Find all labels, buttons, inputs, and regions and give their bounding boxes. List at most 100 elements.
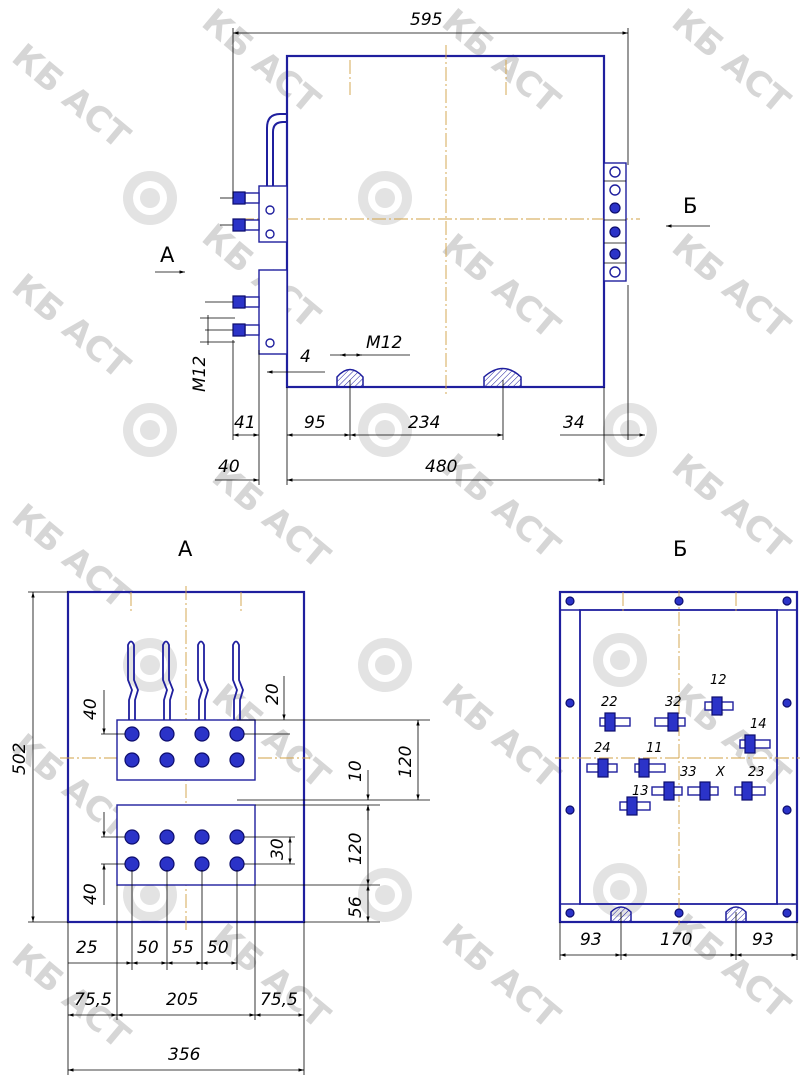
dim-height-base: 480 xyxy=(425,457,457,477)
dim-a-20: 20 xyxy=(263,683,283,705)
bolt-icon xyxy=(159,829,175,845)
watermark-logo-icon xyxy=(593,633,647,687)
watermark-logo-icon xyxy=(123,171,177,225)
terminal-label: 14 xyxy=(750,717,767,732)
thread-m12-side: М12 xyxy=(190,356,210,392)
front-housing-outline xyxy=(285,54,606,389)
view-a: А xyxy=(10,537,430,1075)
mount-hole-icon xyxy=(674,596,684,606)
lower-nozzle-2 xyxy=(205,323,260,337)
dim-edge-34: 34 xyxy=(563,413,585,433)
terminal-label: 13 xyxy=(632,784,649,799)
bolt-icon xyxy=(229,752,245,768)
bolt-icon xyxy=(229,829,245,845)
watermark-text: КБ АСТ xyxy=(204,916,338,1037)
dim-a-10: 10 xyxy=(346,760,366,782)
watermark-text: КБ АСТ xyxy=(664,226,798,347)
bolt-icon xyxy=(194,829,210,845)
mount-hole-icon xyxy=(565,805,575,815)
view-a-upper-plate xyxy=(116,719,256,781)
watermark-text: КБ АСТ xyxy=(4,36,138,157)
view-b-title: Б xyxy=(673,537,687,561)
terminal-33: 33 xyxy=(651,765,697,801)
dim-spacing-234: 234 xyxy=(408,413,440,433)
watermark-logo-icon xyxy=(358,638,412,692)
terminal-label: 24 xyxy=(594,741,611,756)
dim-a-205: 205 xyxy=(166,990,198,1010)
dim-b-170: 170 xyxy=(660,930,692,950)
view-a-lower-plate xyxy=(116,804,256,886)
mount-hole-icon xyxy=(782,596,792,606)
watermark-logo-icon xyxy=(123,403,177,457)
watermark-text: КБ АСТ xyxy=(434,226,568,347)
terminal-14: 14 xyxy=(739,717,771,754)
dim-a-50b: 50 xyxy=(207,938,229,958)
watermark-text: КБ АСТ xyxy=(664,906,798,1027)
view-arrow-a: А xyxy=(155,243,185,274)
mount-hole-icon xyxy=(674,908,684,918)
dim-a-40-bottom: 40 xyxy=(81,883,101,905)
watermark-logo-icon xyxy=(358,403,412,457)
terminal-label: 22 xyxy=(601,695,618,710)
mount-hole-icon xyxy=(782,698,792,708)
terminal-label: 11 xyxy=(646,741,663,756)
terminal-label: 32 xyxy=(665,695,682,710)
lower-bolt-grid xyxy=(124,829,245,872)
dim-overall-width: 595 xyxy=(410,10,442,30)
watermark-logo-icon xyxy=(358,868,412,922)
terminal-13: 13 xyxy=(619,784,651,816)
dim-gap-4: 4 xyxy=(300,347,311,367)
outlet-pipe-inner xyxy=(272,121,287,186)
terminal-24: 24 xyxy=(586,741,618,778)
view-mark-a: А xyxy=(160,243,175,267)
lower-nozzle-1 xyxy=(205,295,260,309)
dim-a-25: 25 xyxy=(76,938,98,958)
mount-hole-icon xyxy=(782,805,792,815)
watermark-logo-icon xyxy=(603,403,657,457)
mount-hole-icon xyxy=(565,908,575,918)
dim-a-120-top: 120 xyxy=(396,746,416,778)
bolt-icon xyxy=(194,726,210,742)
bolt-icon xyxy=(124,829,140,845)
view-a-title: А xyxy=(178,537,193,561)
watermark-text: КБ АСТ xyxy=(194,1,328,122)
bolt-icon xyxy=(159,726,175,742)
support-foot-left xyxy=(336,368,364,388)
terminal-label: 23 xyxy=(748,765,765,780)
bolt-icon xyxy=(124,752,140,768)
bolt-head-icon xyxy=(265,338,275,348)
terminal-32: 32 xyxy=(654,695,686,732)
view-mark-b: Б xyxy=(683,194,697,218)
mount-hole-icon xyxy=(565,596,575,606)
front-view: А Б 595 41 95 234 34 40 480 xyxy=(155,10,710,485)
dim-offset-41: 41 xyxy=(234,413,256,433)
watermark-logo-icon xyxy=(358,171,412,225)
upper-bolt-grid xyxy=(124,726,245,768)
dim-a-55: 55 xyxy=(172,938,194,958)
watermark-text: КБ АСТ xyxy=(434,1,568,122)
terminal-23: 23 xyxy=(734,765,766,801)
mounting-holes xyxy=(565,596,792,918)
bolt-icon xyxy=(159,856,175,872)
terminal-label: 12 xyxy=(710,673,727,688)
bolt-icon xyxy=(229,856,245,872)
mount-hole-icon xyxy=(565,698,575,708)
view-b: Б 12 xyxy=(555,537,800,960)
watermark-text: КБ АСТ xyxy=(664,1,798,122)
dim-a-120-bottom: 120 xyxy=(346,833,366,865)
bolt-icon xyxy=(194,752,210,768)
dim-b-93-left: 93 xyxy=(580,930,602,950)
bolt-icon xyxy=(229,726,245,742)
terminal-label: X xyxy=(715,765,726,780)
support-foot-right xyxy=(483,367,522,388)
dim-a-30: 30 xyxy=(268,838,288,860)
bolt-icon xyxy=(124,856,140,872)
dim-edge-95: 95 xyxy=(304,413,326,433)
watermark-text: КБ АСТ xyxy=(434,916,568,1037)
bolt-icon xyxy=(124,726,140,742)
dim-offset-40: 40 xyxy=(218,457,240,477)
dim-a-75-right: 75,5 xyxy=(260,990,298,1010)
view-arrow-b: Б xyxy=(666,194,710,228)
dim-a-56: 56 xyxy=(346,896,366,918)
